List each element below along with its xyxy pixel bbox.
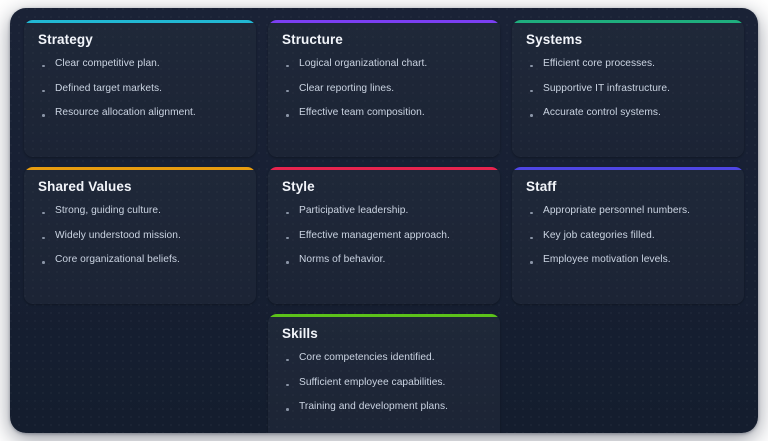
list-item-text: Efficient core processes. — [543, 57, 656, 69]
accent-bar-systems — [514, 20, 742, 23]
list-item: Widely understood mission. — [38, 230, 242, 243]
card-grid: Strategy Clear competitive plan. Defined… — [24, 20, 744, 433]
bullet-dot-icon — [286, 408, 289, 411]
card-list-shared-values: Strong, guiding culture. Widely understo… — [38, 205, 242, 267]
accent-bar-structure — [270, 20, 498, 23]
list-item-text: Clear competitive plan. — [55, 57, 160, 69]
card-shared-values[interactable]: Shared Values Strong, guiding culture. W… — [24, 167, 256, 304]
list-item: Clear competitive plan. — [38, 58, 242, 71]
card-title-style: Style — [282, 179, 315, 194]
list-item-text: Strong, guiding culture. — [55, 204, 161, 216]
list-item-text: Norms of behavior. — [299, 254, 386, 266]
bullet-dot-icon — [42, 114, 45, 117]
list-item: Logical organizational chart. — [282, 58, 486, 71]
framework-panel: Strategy Clear competitive plan. Defined… — [10, 8, 758, 433]
list-item-text: Employee motivation levels. — [543, 254, 671, 266]
list-item: Sufficient employee capabilities. — [282, 377, 486, 390]
bullet-dot-icon — [530, 211, 533, 215]
bullet-dot-icon — [286, 236, 289, 240]
bullet-dot-icon — [286, 89, 289, 93]
list-item-text: Supportive IT infrastructure. — [543, 82, 670, 94]
card-title-strategy: Strategy — [38, 32, 93, 47]
bullet-dot-icon — [530, 261, 533, 264]
list-item-text: Defined target markets. — [55, 82, 163, 94]
list-item-text: Effective team composition. — [299, 107, 425, 119]
list-item: Participative leadership. — [282, 205, 486, 218]
bullet-dot-icon — [286, 261, 289, 264]
list-item-text: Appropriate personnel numbers. — [543, 204, 691, 216]
card-staff[interactable]: Staff Appropriate personnel numbers. Key… — [512, 167, 744, 304]
card-systems[interactable]: Systems Efficient core processes. Suppor… — [512, 20, 744, 157]
list-item-text: Key job categories filled. — [543, 229, 655, 241]
bullet-dot-icon — [530, 64, 533, 68]
list-item-text: Sufficient employee capabilities. — [299, 376, 446, 388]
card-list-structure: Logical organizational chart. Clear repo… — [282, 58, 486, 120]
list-item: Accurate control systems. — [526, 107, 730, 120]
card-title-structure: Structure — [282, 32, 343, 47]
accent-bar-strategy — [26, 20, 254, 23]
list-item-text: Participative leadership. — [299, 204, 409, 216]
bullet-dot-icon — [42, 64, 45, 68]
list-item-text: Logical organizational chart. — [299, 57, 428, 69]
list-item: Efficient core processes. — [526, 58, 730, 71]
bullet-dot-icon — [286, 383, 289, 387]
card-title-skills: Skills — [282, 326, 318, 341]
bullet-dot-icon — [530, 114, 533, 117]
list-item-text: Resource allocation alignment. — [55, 107, 196, 119]
bullet-dot-icon — [42, 211, 45, 215]
card-list-strategy: Clear competitive plan. Defined target m… — [38, 58, 242, 120]
list-item-text: Core organizational beliefs. — [55, 254, 180, 266]
list-item: Effective team composition. — [282, 107, 486, 120]
accent-bar-style — [270, 167, 498, 170]
bullet-dot-icon — [42, 236, 45, 240]
list-item: Appropriate personnel numbers. — [526, 205, 730, 218]
list-item: Training and development plans. — [282, 401, 486, 414]
list-item: Supportive IT infrastructure. — [526, 83, 730, 96]
card-title-shared-values: Shared Values — [38, 179, 132, 194]
list-item: Strong, guiding culture. — [38, 205, 242, 218]
list-item: Defined target markets. — [38, 83, 242, 96]
bullet-dot-icon — [530, 89, 533, 93]
accent-bar-shared-values — [26, 167, 254, 170]
card-title-systems: Systems — [526, 32, 583, 47]
list-item: Core organizational beliefs. — [38, 254, 242, 267]
list-item: Norms of behavior. — [282, 254, 486, 267]
accent-bar-staff — [514, 167, 742, 170]
card-list-staff: Appropriate personnel numbers. Key job c… — [526, 205, 730, 267]
list-item-text: Core competencies identified. — [299, 351, 435, 363]
bullet-dot-icon — [286, 211, 289, 215]
accent-bar-skills — [270, 314, 498, 317]
list-item-text: Training and development plans. — [299, 401, 448, 413]
list-item: Clear reporting lines. — [282, 83, 486, 96]
list-item-text: Widely understood mission. — [55, 229, 181, 241]
list-item: Employee motivation levels. — [526, 254, 730, 267]
card-list-style: Participative leadership. Effective mana… — [282, 205, 486, 267]
list-item: Resource allocation alignment. — [38, 107, 242, 120]
card-structure[interactable]: Structure Logical organizational chart. … — [268, 20, 500, 157]
list-item-text: Clear reporting lines. — [299, 82, 395, 94]
card-skills[interactable]: Skills Core competencies identified. Suf… — [268, 314, 500, 433]
list-item-text: Accurate control systems. — [543, 107, 661, 119]
card-list-systems: Efficient core processes. Supportive IT … — [526, 58, 730, 120]
card-strategy[interactable]: Strategy Clear competitive plan. Defined… — [24, 20, 256, 157]
card-title-staff: Staff — [526, 179, 557, 194]
list-item-text: Effective management approach. — [299, 229, 450, 241]
bullet-dot-icon — [42, 261, 45, 264]
bullet-dot-icon — [530, 236, 533, 240]
bullet-dot-icon — [286, 114, 289, 117]
card-list-skills: Core competencies identified. Sufficient… — [282, 352, 486, 414]
bullet-dot-icon — [286, 64, 289, 68]
bullet-dot-icon — [42, 89, 45, 93]
list-item: Core competencies identified. — [282, 352, 486, 365]
bullet-dot-icon — [286, 358, 289, 362]
list-item: Key job categories filled. — [526, 230, 730, 243]
list-item: Effective management approach. — [282, 230, 486, 243]
card-style[interactable]: Style Participative leadership. Effectiv… — [268, 167, 500, 304]
